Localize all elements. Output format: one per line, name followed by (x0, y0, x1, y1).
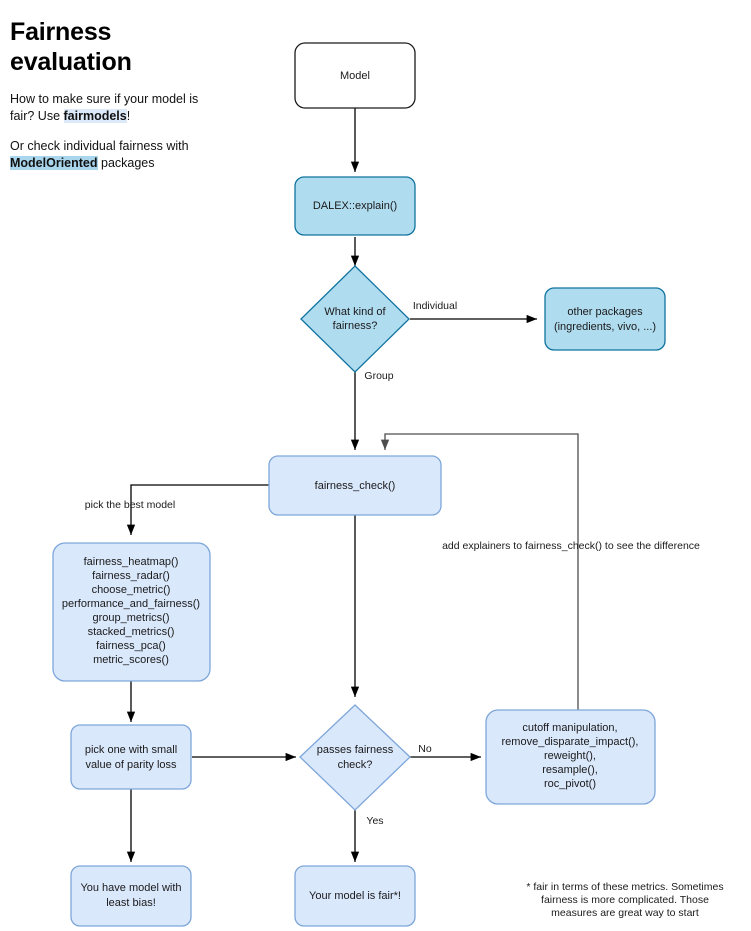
node-pick-one-small-parity-loss[interactable]: pick one with small value of parity loss (70, 724, 192, 790)
node-function-list-line-6: fairness_pca() (96, 640, 166, 652)
node-mitigation-line-3: resample(), (542, 764, 598, 776)
node-model-label: Model (340, 70, 370, 82)
footnote-line-3: measures are great way to start (551, 907, 699, 919)
intro-panel: Fairness evaluation How to make sure if … (10, 18, 215, 171)
node-mitigation-methods[interactable]: cutoff manipulation, remove_disparate_im… (485, 709, 656, 805)
node-fairness-check[interactable]: fairness_check() (268, 455, 442, 516)
modeloriented-highlight: ModelOriented (10, 155, 98, 170)
node-function-list-line-7: metric_scores() (93, 654, 169, 666)
edge-label-add-explainers: add explainers to fairness_check() to se… (442, 540, 700, 552)
intro-paragraph-2-pre: Or check individual fairness with (10, 139, 189, 153)
edge-fairness-check-to-functions (126, 484, 269, 535)
edge-label-yes: Yes (366, 815, 383, 827)
node-dalex-explain-label: DALEX::explain() (313, 200, 397, 212)
node-other-packages-label-line1: other packages (567, 306, 643, 318)
intro-paragraph-1-pre: How to make sure if your model is fair? … (10, 92, 199, 123)
node-model[interactable]: Model (294, 42, 416, 109)
node-mitigation-line-4: roc_pivot() (544, 778, 596, 790)
node-pick-one-label-line2: value of parity loss (85, 759, 177, 771)
fairmodels-highlight: fairmodels (63, 108, 127, 123)
node-function-list[interactable]: fairness_heatmap() fairness_radar() choo… (52, 542, 211, 682)
edge-label-pick-best-model: pick the best model (85, 499, 175, 511)
node-function-list-line-5: stacked_metrics() (88, 626, 175, 638)
node-passes-fairness-check[interactable]: passes fairness check? (299, 704, 411, 811)
node-least-bias-label-line2: least bias! (106, 897, 156, 909)
node-fairness-check-label: fairness_check() (315, 480, 396, 492)
node-model-is-fair[interactable]: Your model is fair*! (294, 865, 416, 927)
node-passes-label-line2: check? (338, 759, 373, 771)
intro-paragraph-1-post: ! (126, 108, 131, 123)
node-what-kind-of-fairness[interactable]: What kind of fairness? (300, 265, 410, 373)
node-function-list-line-1: fairness_radar() (92, 570, 170, 582)
node-pick-one-label-line1: pick one with small (85, 744, 177, 756)
intro-paragraph-1: How to make sure if your model is fair? … (10, 91, 215, 124)
node-mitigation-line-0: cutoff manipulation, (522, 722, 617, 734)
node-model-is-fair-label: Your model is fair*! (309, 890, 401, 902)
node-what-kind-of-fairness-label-line1: What kind of (324, 306, 386, 318)
node-other-packages[interactable]: other packages (ingredients, vivo, ...) (544, 287, 666, 351)
node-mitigation-line-2: reweight(), (544, 750, 596, 762)
node-least-bias-label-line1: You have model with (80, 882, 181, 894)
node-dalex-explain[interactable]: DALEX::explain() (294, 176, 416, 236)
edge-mitigation-loop-to-fairness-check (380, 433, 579, 710)
edge-label-no: No (418, 743, 432, 755)
node-function-list-line-2: choose_metric() (92, 584, 171, 596)
edge-label-group: Group (364, 370, 393, 382)
node-passes-label-line1: passes fairness (317, 744, 394, 756)
page-title: Fairness evaluation (10, 18, 132, 76)
edges (126, 108, 579, 862)
edge-labels: Individual Group pick the best model add… (85, 300, 700, 827)
node-other-packages-label-line2: (ingredients, vivo, ...) (554, 321, 656, 333)
footnote-line-1: * fair in terms of these metrics. Someti… (526, 881, 723, 893)
node-function-list-line-4: group_metrics() (92, 612, 169, 624)
node-function-list-line-0: fairness_heatmap() (84, 556, 179, 568)
intro-paragraph-2: Or check individual fairness with ModelO… (10, 138, 215, 171)
footnote-line-2: fairness is more complicated. Those (541, 894, 709, 906)
node-what-kind-of-fairness-label-line2: fairness? (333, 320, 378, 332)
edge-label-individual: Individual (413, 300, 457, 312)
footnote: * fair in terms of these metrics. Someti… (526, 881, 723, 919)
node-least-bias[interactable]: You have model with least bias! (70, 865, 192, 927)
node-mitigation-line-1: remove_disparate_impact(), (502, 736, 639, 748)
intro-paragraph-2-post: packages (97, 155, 155, 170)
node-function-list-line-3: performance_and_fairness() (62, 598, 200, 610)
